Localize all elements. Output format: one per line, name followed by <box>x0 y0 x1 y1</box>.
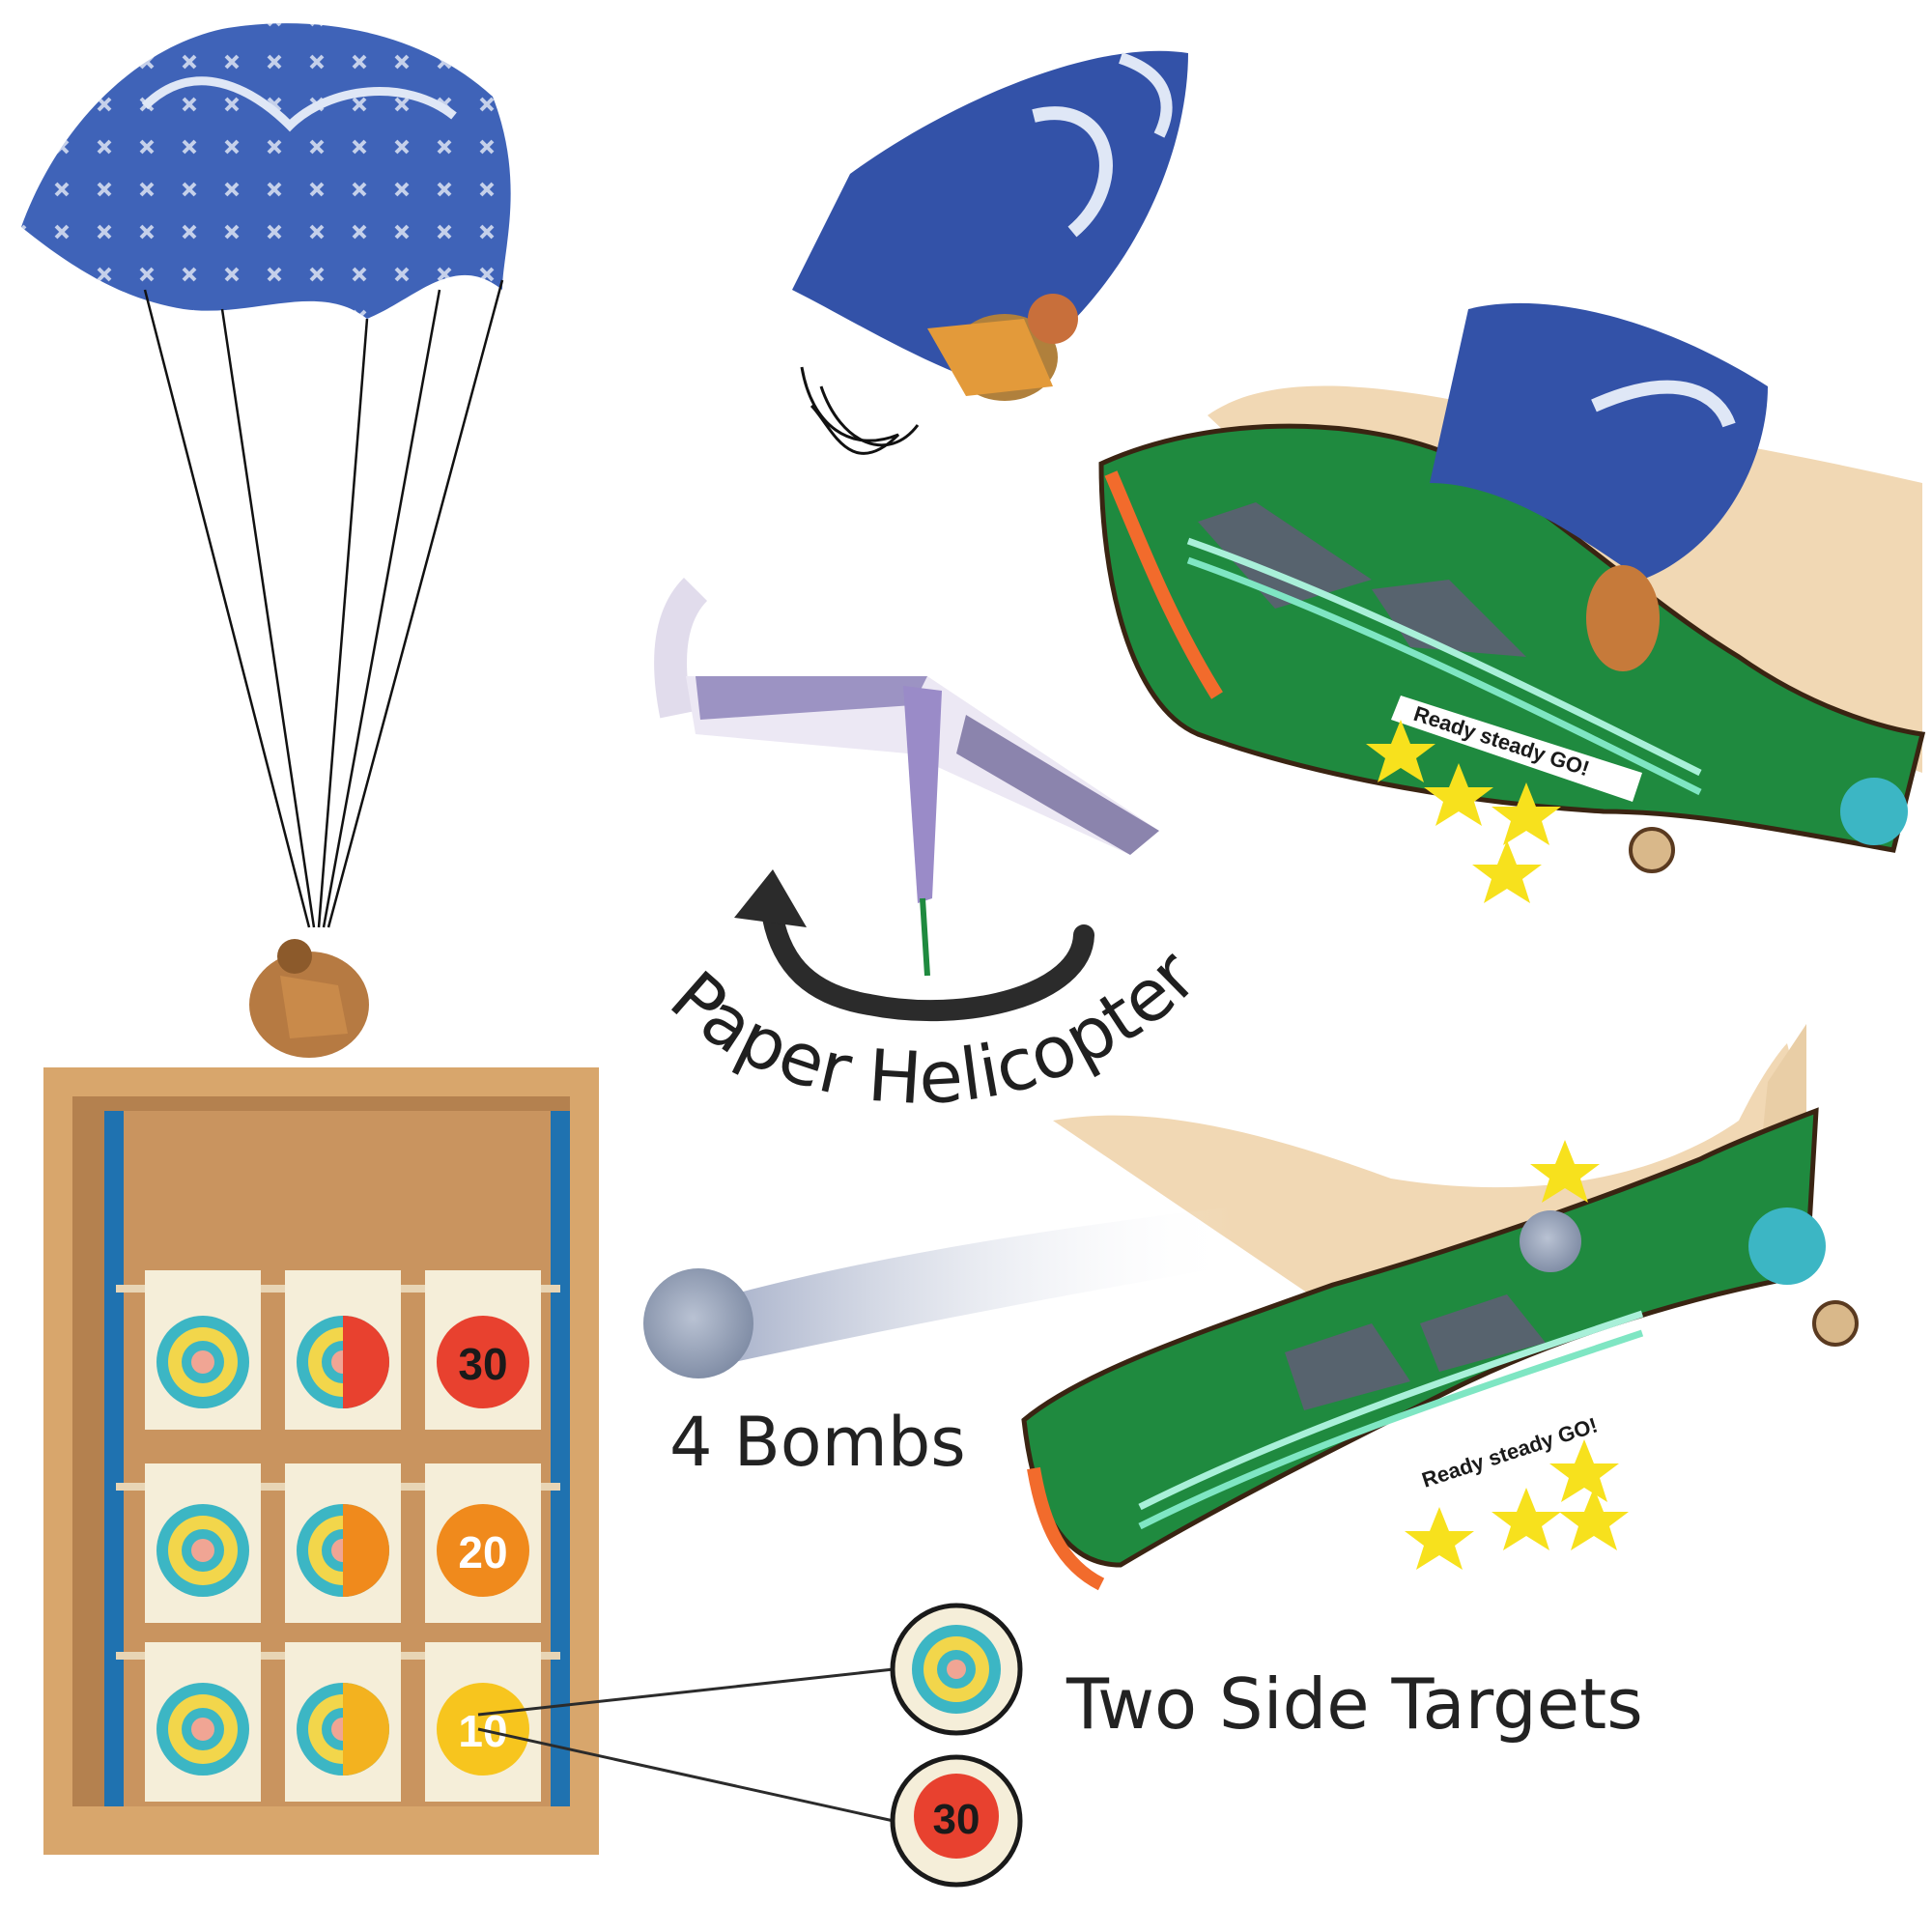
figure-orange <box>927 294 1078 401</box>
bombs-caption: 4 Bombs <box>669 1403 966 1482</box>
target-card: 20 <box>425 1463 541 1623</box>
target-card <box>145 1463 261 1623</box>
target-box: 30 20 10 <box>43 1067 599 1855</box>
target-card <box>285 1463 401 1623</box>
target-card: 30 <box>425 1270 541 1430</box>
stars-bottom <box>1405 1140 1629 1570</box>
target-card <box>145 1270 261 1430</box>
parachute-toy <box>21 23 511 1058</box>
target-card <box>285 1270 401 1430</box>
side-target-score: 30 <box>890 1754 1023 1888</box>
target-card <box>285 1642 401 1802</box>
stars-top <box>1366 720 1561 903</box>
target-score-30: 30 <box>458 1339 507 1389</box>
parachute-strings <box>143 279 504 928</box>
wooden-plane-top: Ready steady GO! <box>1098 302 1926 903</box>
callout-lines <box>477 1667 895 1823</box>
target-card: 10 <box>425 1642 541 1802</box>
target-score-20: 20 <box>458 1527 507 1577</box>
wooden-plane-bottom: Ready steady GO! <box>1021 1024 1859 1591</box>
folded-parachute <box>792 50 1188 455</box>
parachute-figure <box>249 939 369 1058</box>
targets-caption: Two Side Targets <box>1066 1663 1643 1745</box>
paper-helicopter <box>654 577 1159 977</box>
side-target-plain <box>890 1603 1023 1736</box>
target-card <box>145 1642 261 1802</box>
rotation-arrow <box>734 869 1094 1022</box>
pompom-bomb <box>643 1208 1236 1378</box>
side-target-score-label: 30 <box>933 1796 980 1843</box>
